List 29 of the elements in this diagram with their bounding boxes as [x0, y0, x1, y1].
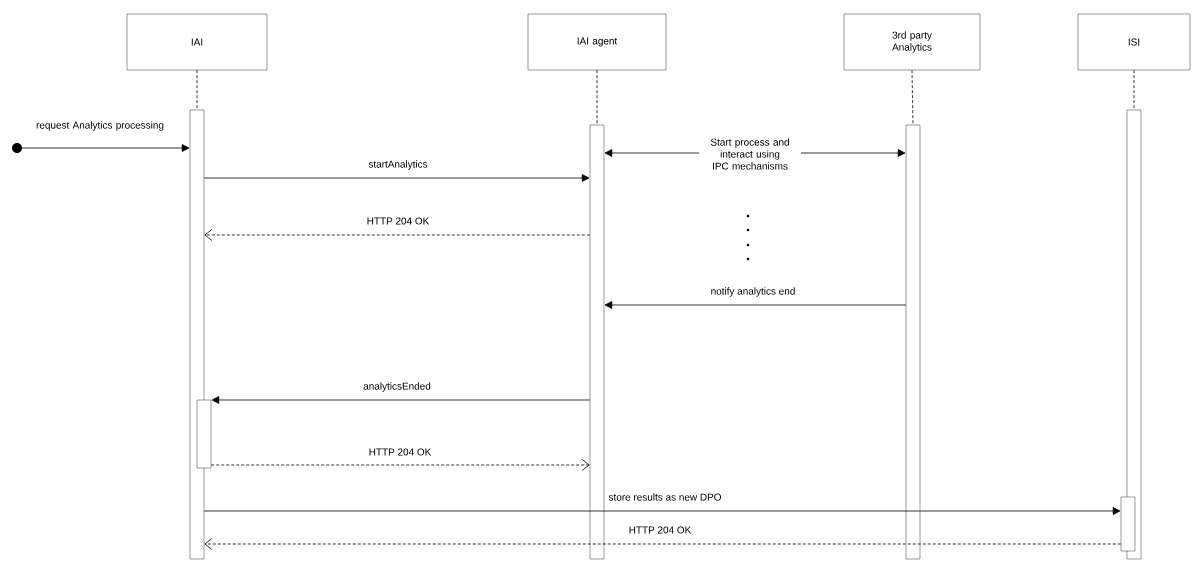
edge-label: request Analytics processing — [34, 120, 166, 132]
arrow — [210, 459, 590, 471]
lifeline — [596, 69, 598, 126]
lifeline — [1133, 69, 1135, 111]
participant-box: 3rd party Analytics — [843, 13, 981, 71]
edge-label: analyticsEnded — [362, 381, 432, 393]
edge-label: notify analytics end — [709, 286, 797, 298]
edge-label: HTTP 204 OK — [367, 447, 433, 457]
participant-box: ISI — [1077, 13, 1191, 71]
activation-bar — [589, 124, 605, 560]
arrow — [21, 144, 190, 152]
edge-label: HTTP 204 OK — [365, 216, 431, 226]
participant-box: IAI agent — [527, 13, 667, 71]
lifeline — [911, 69, 914, 126]
activation-bar — [196, 399, 212, 469]
edge-label: Start process and interact using IPC mechanisms — [699, 137, 801, 171]
arrow — [203, 507, 1121, 515]
arrow — [203, 174, 590, 182]
activation-bar — [1120, 496, 1136, 552]
arrow — [204, 229, 591, 241]
edge-label: HTTP 204 OK — [627, 525, 693, 535]
edge-label: store results as new DPO — [607, 492, 723, 502]
arrow — [211, 396, 591, 404]
participant-box: IAI — [126, 13, 268, 71]
edge-label: startAnalytics — [367, 159, 429, 171]
lifeline — [196, 69, 198, 111]
arrow — [604, 301, 907, 309]
activation-bar — [905, 124, 921, 560]
arrow — [204, 538, 1122, 550]
